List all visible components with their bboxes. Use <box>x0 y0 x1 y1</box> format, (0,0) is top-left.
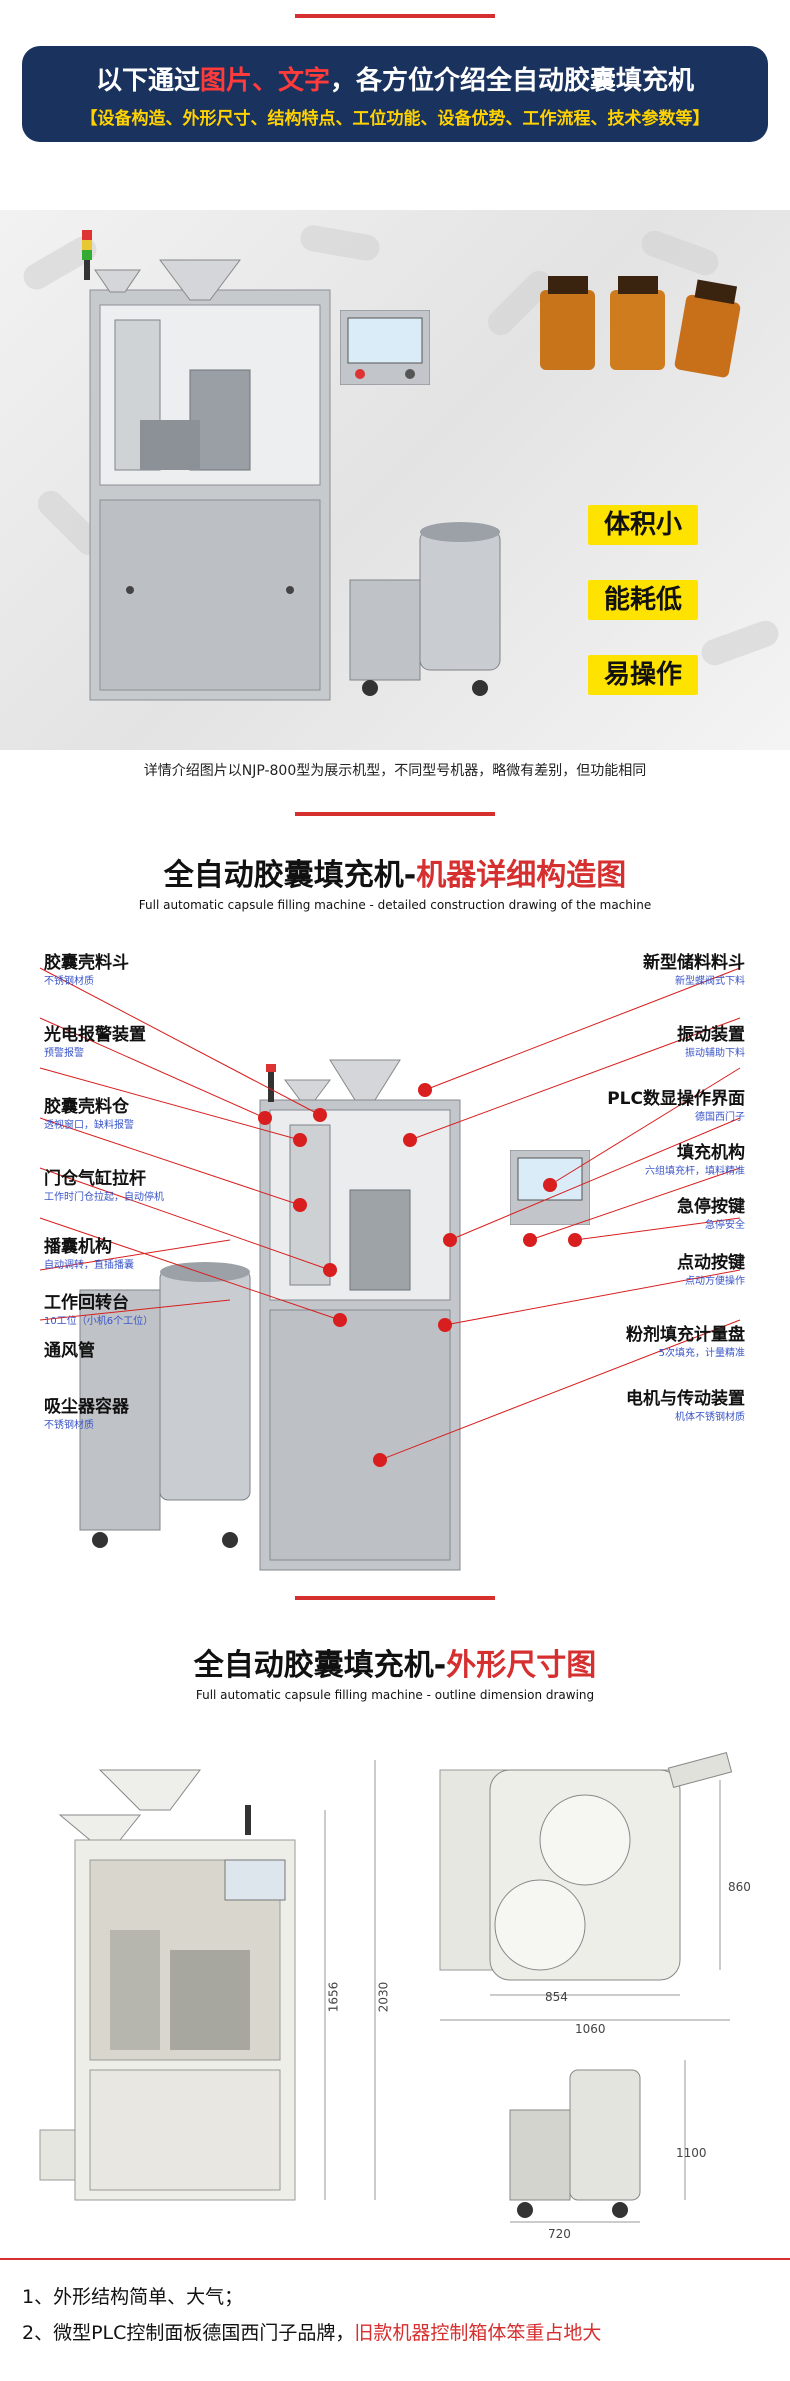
label-dosing-disc: 粉剂填充计量盘 <box>626 1325 745 1345</box>
label-emergency-stop: 急停按键 <box>677 1197 745 1217</box>
label-vacuum-container: 吸尘器容器 <box>44 1397 129 1417</box>
sublabel-motor-transmission: 机体不锈钢材质 <box>675 1412 745 1423</box>
label-capsule-hopper: 胶囊壳料斗 <box>44 953 129 973</box>
section2-divider <box>295 1596 495 1600</box>
footer-line-1: 1、外形结构简单、大气； <box>22 2286 244 2308</box>
label-filling-mechanism: 填充机构 <box>677 1143 745 1163</box>
footer-line-2-black: 2、微型PLC控制面板德国西门子品牌， <box>22 2322 355 2344</box>
banner-subtitle: 【设备构造、外形尺寸、结构特点、工位功能、设备优势、工作流程、技术参数等】 <box>80 109 710 129</box>
sublabel-plc-interface: 德国西门子 <box>695 1112 745 1123</box>
footer-line-2: 2、微型PLC控制面板德国西门子品牌，旧款机器控制箱体笨重占地大 <box>22 2318 601 2345</box>
callout-dot <box>418 1083 432 1097</box>
section2-subtitle: Full automatic capsule filling machine -… <box>195 1688 595 1702</box>
sublabel-capsule-hopper: 不锈钢材质 <box>44 976 94 987</box>
sublabel-sowing-mechanism: 自动调转，直插播囊 <box>44 1260 134 1271</box>
banner-title-hl2: 文字 <box>278 66 331 96</box>
label-sowing-mechanism: 播囊机构 <box>44 1237 112 1257</box>
label-storage-hopper: 新型储料料斗 <box>643 953 745 973</box>
callout-dot <box>258 1111 272 1125</box>
section1-title-black: 全自动胶囊填充机- <box>163 858 417 893</box>
outline-top-view <box>439 1751 733 2021</box>
label-motor-transmission: 电机与传动装置 <box>626 1389 745 1409</box>
section2-title-black: 全自动胶囊填充机- <box>193 1648 447 1683</box>
section2-title-red: 外形尺寸图 <box>446 1648 597 1683</box>
dim-width-1060: 1060 <box>575 2022 606 2036</box>
dim-vacuum-width: 720 <box>548 2227 571 2241</box>
label-vibration-device: 振动装置 <box>677 1025 745 1045</box>
callout-dot <box>543 1178 557 1192</box>
sublabel-door-cylinder-rod: 工作时门仓拉起，自动停机 <box>44 1192 164 1203</box>
sublabel-filling-mechanism: 六组填充杆，填料精准 <box>645 1166 745 1177</box>
sublabel-rotary-table: 10工位（小机6个工位） <box>44 1316 154 1327</box>
section1-subtitle: Full automatic capsule filling machine -… <box>138 898 652 912</box>
banner-title-pre: 以下通过 <box>95 66 200 96</box>
section2-title: 全自动胶囊填充机-外形尺寸图 <box>0 1640 790 1684</box>
callout-dot <box>373 1453 387 1467</box>
section1-title: 全自动胶囊填充机-机器详细构造图 <box>0 850 790 894</box>
hero-image: 体积小 能耗低 易操作 <box>0 210 790 750</box>
callout-dot <box>568 1233 582 1247</box>
callout-dot <box>323 1263 337 1277</box>
bg-capsule <box>697 617 783 669</box>
dim-vacuum-height: 1100 <box>676 2146 707 2160</box>
outline-front-view <box>39 1760 376 2201</box>
callout-dot <box>443 1233 457 1247</box>
sublabel-vibration-device: 振动辅助下料 <box>685 1048 745 1059</box>
callout-dot <box>293 1198 307 1212</box>
sublabel-emergency-stop: 急停安全 <box>705 1220 745 1231</box>
callout-dot <box>293 1133 307 1147</box>
callout-lines <box>39 967 741 1461</box>
dim-height-860: 860 <box>728 1880 751 1894</box>
section1-divider <box>295 812 495 816</box>
outline-vacuum-view <box>509 2060 686 2223</box>
sublabel-jog-button: 点动方便操作 <box>685 1276 745 1287</box>
dim-height-2030: 2030 <box>376 1981 391 2013</box>
label-jog-button: 点动按键 <box>677 1253 745 1273</box>
label-door-cylinder-rod: 门仓气缸拉杆 <box>44 1169 146 1189</box>
sublabel-storage-hopper: 新型蝶阀式下料 <box>675 976 745 987</box>
banner-title-hl1: 图片 <box>199 66 252 96</box>
label-photoelectric-alarm: 光电报警装置 <box>44 1025 146 1045</box>
banner-title-post: ，各方位介绍全自动胶囊填充机 <box>330 66 695 96</box>
sublabel-dosing-disc: 5次填充，计量精准 <box>658 1348 745 1359</box>
callout-dot <box>438 1318 452 1332</box>
callout-dot <box>333 1313 347 1327</box>
feature-easy-operation: 易操作 <box>588 655 698 695</box>
capsule-filling-machine-illustration <box>82 230 331 701</box>
callout-dot <box>313 1108 327 1122</box>
sublabel-capsule-bin: 透视窗口，缺料报警 <box>44 1120 134 1131</box>
feature-low-energy: 能耗低 <box>588 580 698 620</box>
label-vent-pipe: 通风管 <box>44 1341 95 1361</box>
bottom-separator <box>0 2258 790 2260</box>
plc-panel-illustration <box>340 310 430 385</box>
feature-small-size: 体积小 <box>588 505 698 545</box>
banner-title: 以下通过图片、文字，各方位介绍全自动胶囊填充机 <box>22 60 768 97</box>
dim-height-1656: 1656 <box>326 1981 341 2013</box>
top-divider <box>295 14 495 18</box>
vacuum-cleaner-illustration <box>349 522 501 696</box>
medicine-bottles-illustration <box>540 276 741 378</box>
sublabel-vacuum-container: 不锈钢材质 <box>44 1420 94 1431</box>
footer-line-2-red: 旧款机器控制箱体笨重占地大 <box>354 2322 602 2344</box>
callout-dot <box>403 1133 417 1147</box>
label-capsule-bin: 胶囊壳料仓 <box>44 1097 129 1117</box>
sublabel-photoelectric-alarm: 预警报警 <box>44 1048 84 1059</box>
dim-width-854: 854 <box>545 1990 568 2004</box>
banner-title-sep: 、 <box>251 66 278 96</box>
section1-title-red: 机器详细构造图 <box>416 858 627 893</box>
intro-banner: 以下通过图片、文字，各方位介绍全自动胶囊填充机 【设备构造、外形尺寸、结构特点、… <box>22 46 768 142</box>
callout-dot <box>523 1233 537 1247</box>
label-rotary-table: 工作回转台 <box>44 1293 129 1313</box>
hero-note: 详情介绍图片以NJP-800型为展示机型，不同型号机器，略微有差别，但功能相同 <box>143 763 647 779</box>
label-plc-interface: PLC数显操作界面 <box>607 1089 745 1109</box>
